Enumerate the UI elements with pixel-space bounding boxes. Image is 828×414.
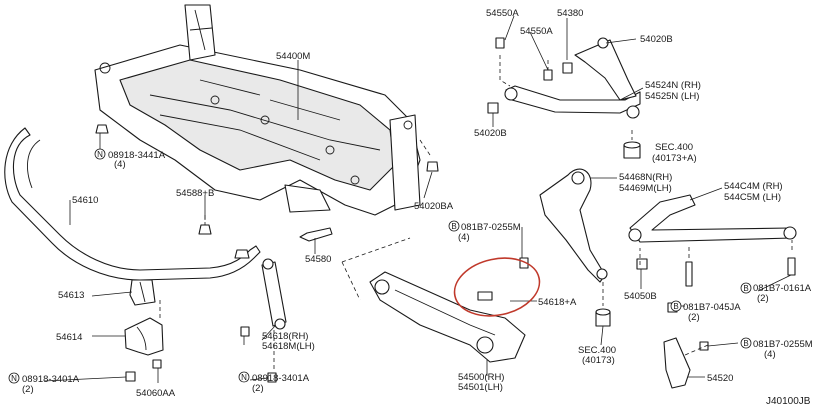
svg-text:08918-3401A: 08918-3401A <box>252 373 310 384</box>
svg-text:081B7-0255M: 081B7-0255M <box>753 339 813 350</box>
label-54500: 54500(RH) <box>458 372 504 383</box>
label-54550a-1: 54550A <box>486 8 519 19</box>
stabilizer-bar <box>4 127 261 281</box>
label-54020b-1: 54020B <box>640 34 673 45</box>
label-54380: 54380 <box>557 8 583 19</box>
label-08918-3401a-2: N 08918-3401A (2) <box>238 371 310 394</box>
label-sec400-2: SEC.400 <box>578 345 616 356</box>
b-marker: B <box>743 284 748 293</box>
b-marker: B <box>673 302 678 311</box>
label-54050b: 54050B <box>624 291 657 302</box>
label-544c5m: 544C5M (LH) <box>724 192 781 203</box>
label-54020ba: 54020BA <box>414 201 454 212</box>
stabilizer-connecting-rod <box>261 258 287 330</box>
front-suspension-member <box>94 4 421 216</box>
steering-knuckle <box>539 168 608 283</box>
label-54580: 54580 <box>305 254 331 265</box>
svg-text:081B7-045JA: 081B7-045JA <box>683 302 741 313</box>
label-54501: 54501(LH) <box>458 382 503 393</box>
label-54614: 54614 <box>56 332 82 343</box>
b-marker: B <box>743 339 748 348</box>
label-54618a: 54618+A <box>538 297 577 308</box>
label-54525n: 54525N (LH) <box>645 91 699 102</box>
label-sec400-1: SEC.400 <box>655 142 693 153</box>
label-54060aa: 54060AA <box>136 388 176 399</box>
hardware-bolts <box>95 37 796 383</box>
svg-text:(4): (4) <box>764 349 776 360</box>
lower-transverse-link <box>369 271 526 363</box>
n-marker: N <box>11 374 17 383</box>
svg-text:(2): (2) <box>757 293 769 304</box>
svg-text:(2): (2) <box>22 384 34 395</box>
svg-text:081B7-0255M: 081B7-0255M <box>461 222 521 233</box>
part-labels: 54400M 54550A 54380 54550A 54020B 54524N… <box>8 8 813 399</box>
upper-link <box>504 37 641 119</box>
label-081b7-0255m-1: B 081B7-0255M (4) <box>448 220 521 243</box>
label-081b7-0161a: B 081B7-0161A (2) <box>740 282 812 304</box>
label-08918-3441a: N 08918-3441A (4) <box>94 148 166 170</box>
label-54520: 54520 <box>707 373 733 384</box>
label-544c4m: 544C4M (RH) <box>724 181 783 192</box>
label-54468n: 54468N(RH) <box>619 172 672 183</box>
n-marker: N <box>97 150 103 159</box>
compression-rod <box>628 194 797 243</box>
phantom-lines <box>159 55 793 370</box>
label-54618m: 54618M(LH) <box>262 341 315 352</box>
label-54400m: 54400M <box>276 51 310 62</box>
label-54020b-2: 54020B <box>474 128 507 139</box>
svg-text:08918-3441A: 08918-3441A <box>108 150 166 161</box>
label-54524n: 54524N (RH) <box>645 80 701 91</box>
bracket <box>663 337 691 389</box>
label-081b7-0255m-2: B 081B7-0255M (4) <box>740 337 813 360</box>
bushing-clamp <box>124 317 164 356</box>
label-54610: 54610 <box>72 195 98 206</box>
label-sec400-1-ref: (40173+A) <box>652 153 697 164</box>
highlight-ellipse <box>453 257 541 317</box>
label-54588b: 54588+B <box>176 188 214 199</box>
label-081b7-045ja: B 081B7-045JA (2) <box>670 300 741 323</box>
svg-text:08918-3401A: 08918-3401A <box>22 374 80 385</box>
svg-text:081B7-0161A: 081B7-0161A <box>753 283 812 294</box>
label-54613: 54613 <box>58 290 84 301</box>
label-54550a-2: 54550A <box>520 26 553 37</box>
n-marker: N <box>241 373 247 382</box>
svg-text:(2): (2) <box>688 312 700 323</box>
svg-text:(4): (4) <box>114 159 126 170</box>
label-54469m: 54469M(LH) <box>619 183 672 194</box>
svg-text:(2): (2) <box>252 383 264 394</box>
label-54618: 54618(RH) <box>262 331 308 342</box>
stabilizer-bushing <box>129 279 156 306</box>
label-sec400-2-ref: (40173) <box>582 355 615 366</box>
label-08918-3401a-1: N 08918-3401A (2) <box>8 372 80 395</box>
figure-code: J40100JB <box>766 396 811 407</box>
svg-text:(4): (4) <box>458 232 470 243</box>
lower-bushing <box>595 308 611 327</box>
upper-bushing <box>623 141 641 159</box>
b-marker: B <box>451 222 456 231</box>
